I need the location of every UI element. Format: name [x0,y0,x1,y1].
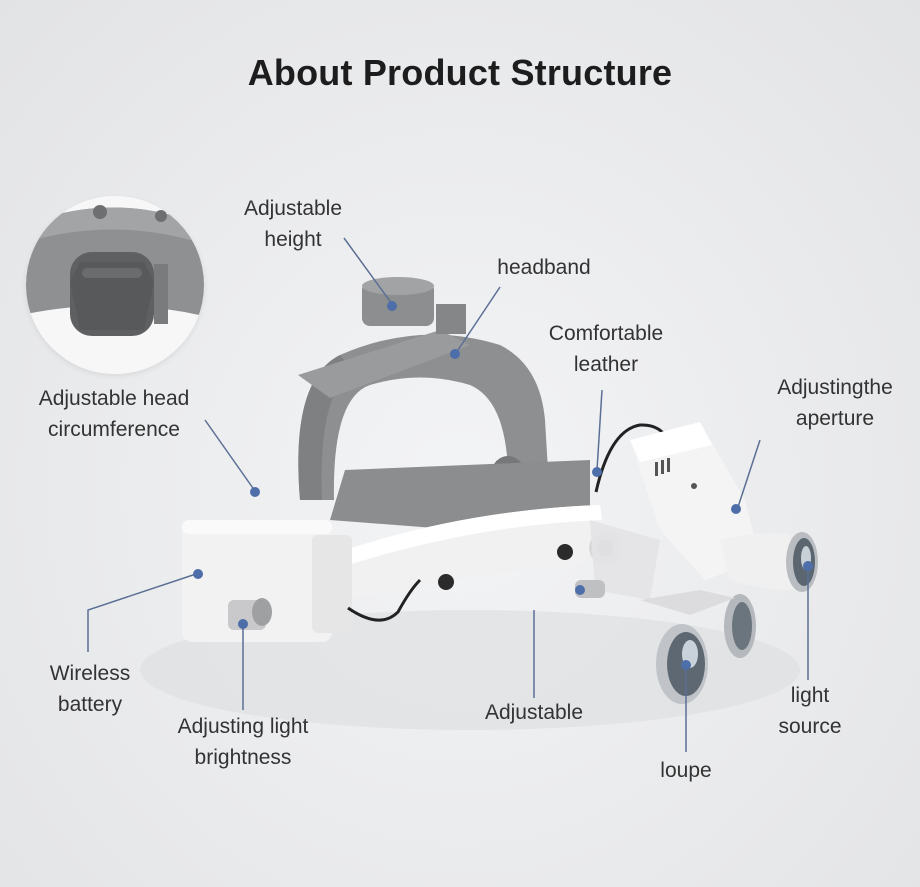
height-knob-closeup-image [26,196,204,374]
label-light-source: light source [778,684,842,738]
label-adjustable: Adjustable [484,701,584,724]
page-title: About Product Structure [247,52,673,93]
label-comfortable-leather: Comfortable leather [548,322,664,376]
label-adjusting-light-brightness: Adjusting light brightness [177,715,309,769]
label-adjusting-aperture: Adjustingthe aperture [777,376,893,430]
label-headband: headband [497,256,591,279]
label-wireless-battery: Wireless battery [49,662,131,716]
label-adjustable-head-circumference: Adjustable head circumference [38,387,190,441]
label-loupe: loupe [660,759,712,782]
label-adjustable-height: Adjustable height [243,197,343,251]
